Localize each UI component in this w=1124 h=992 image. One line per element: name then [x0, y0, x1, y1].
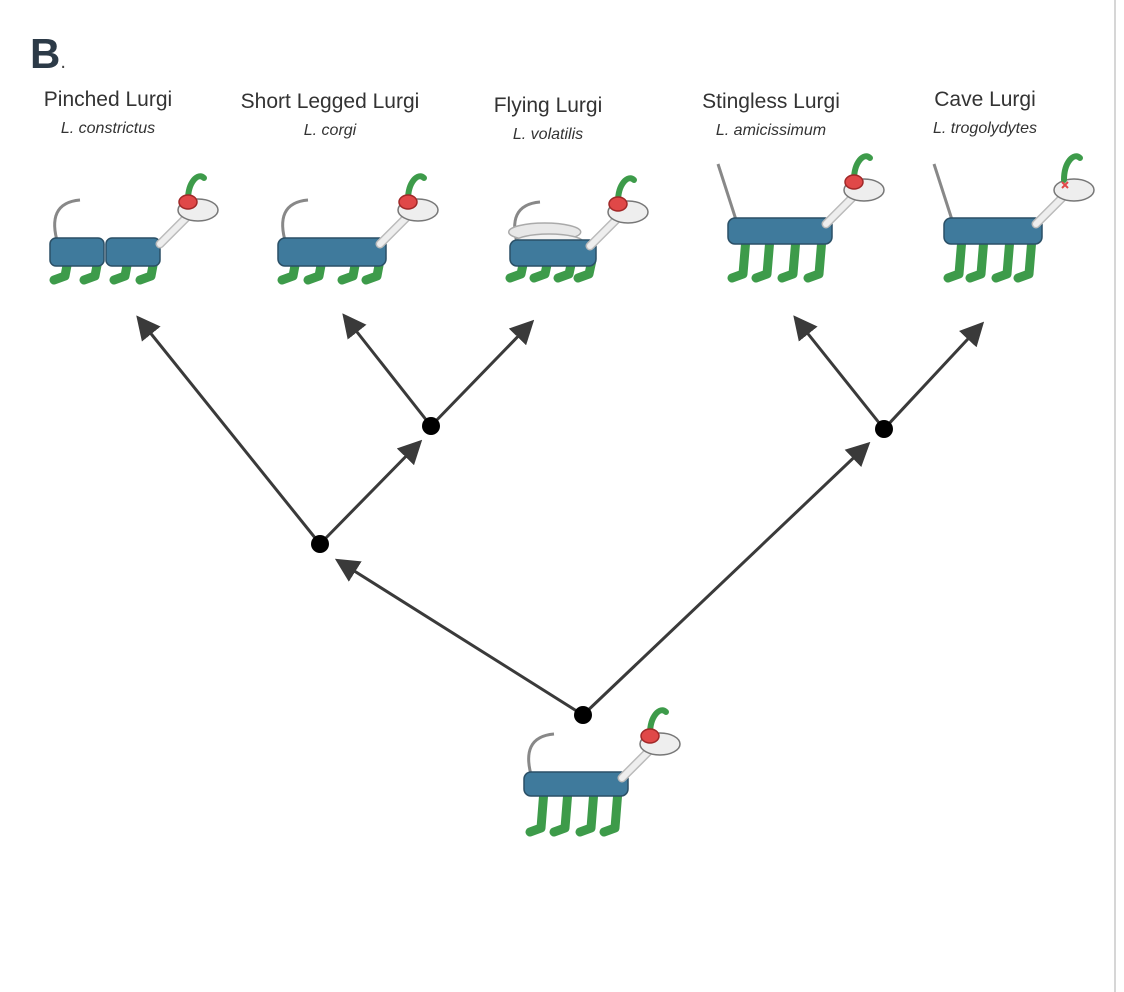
leg: [599, 785, 623, 837]
taxon-common-name: Stingless Lurgi: [702, 90, 840, 113]
taxon-label-short-legged: Short Legged Lurgi L. corgi: [222, 90, 438, 140]
leg: [803, 233, 827, 283]
body-segment: [105, 237, 161, 267]
leg: [525, 785, 549, 837]
leg: [777, 233, 801, 283]
branch-to-cave: [882, 321, 985, 431]
taxon-scientific-name: L. constrictus: [60, 120, 156, 137]
panel-letter-period: .: [60, 51, 66, 73]
eye: [178, 194, 198, 210]
neck-inner: [587, 215, 621, 249]
stinger-tail: [716, 163, 740, 227]
neck-inner: [823, 193, 857, 227]
eye-vestigial: [1061, 181, 1069, 189]
node-left-clade: [311, 535, 329, 553]
stinger-tail: [932, 163, 956, 227]
node-right-clade: [875, 420, 893, 438]
taxon-common-name: Cave Lurgi: [934, 88, 1036, 111]
creature-pinched: [49, 173, 219, 285]
head: [1053, 178, 1095, 202]
neck-inner: [377, 213, 411, 247]
tree-nodes: [311, 417, 893, 724]
eye: [398, 194, 418, 210]
leg: [549, 785, 573, 837]
panel-letter: B: [30, 30, 61, 77]
taxon-common-name: Pinched Lurgi: [43, 88, 173, 111]
neck-inner: [619, 747, 653, 781]
node-short-flying: [422, 417, 440, 435]
branch-to-flying: [429, 319, 535, 428]
leg: [965, 233, 989, 283]
body: [277, 237, 387, 267]
eye: [608, 196, 628, 212]
taxon-common-name: Short Legged Lurgi: [240, 90, 420, 113]
leg: [575, 785, 599, 837]
body: [727, 217, 833, 245]
taxon-label-stingless: Stingless Lurgi L. amicissimum: [676, 90, 866, 140]
creature-cave: [932, 153, 1095, 283]
body: [943, 217, 1043, 245]
branch-root-to-left-clade: [334, 558, 584, 717]
body-segment: [49, 237, 105, 267]
branch-to-stingless: [793, 315, 886, 430]
taxon-label-pinched: Pinched Lurgi L. constrictus: [18, 88, 198, 138]
creature-illustrations: [49, 153, 1095, 837]
branch-to-pinched: [136, 315, 322, 545]
eye: [640, 728, 660, 744]
creature-ancestor: [523, 707, 681, 837]
leg: [1013, 233, 1037, 283]
neck-inner: [157, 213, 191, 247]
branch-root-to-right-clade: [581, 441, 871, 717]
tree-branches: [136, 313, 985, 717]
taxon-label-cave: Cave Lurgi L. trogolydytes: [900, 88, 1070, 138]
eye: [844, 174, 864, 190]
taxon-scientific-name: L. corgi: [303, 122, 357, 139]
curled-tail: [53, 198, 81, 245]
taxon-common-name: Flying Lurgi: [493, 94, 603, 117]
leg: [943, 233, 967, 283]
taxon-scientific-name: L. amicissimum: [715, 122, 827, 139]
antenna: [1061, 153, 1083, 183]
curled-tail: [281, 198, 309, 245]
neck-inner: [1033, 193, 1067, 227]
leg: [751, 233, 775, 283]
creature-short-legged: [277, 173, 439, 285]
body: [523, 771, 629, 797]
leg: [727, 233, 751, 283]
taxon-scientific-name: L. trogolydytes: [932, 120, 1038, 137]
leg: [991, 233, 1015, 283]
branch-to-short-legged: [342, 313, 433, 427]
panel-label: B.: [30, 30, 66, 78]
branch-to-short-flying-node: [318, 439, 423, 546]
curled-tail: [527, 732, 555, 779]
node-root: [574, 706, 592, 724]
taxon-label-flying: Flying Lurgi L. volatilis: [468, 94, 628, 144]
creature-stingless: [716, 153, 885, 283]
taxon-scientific-name: L. volatilis: [512, 126, 584, 143]
body: [509, 239, 597, 267]
creature-flying: [505, 175, 649, 283]
